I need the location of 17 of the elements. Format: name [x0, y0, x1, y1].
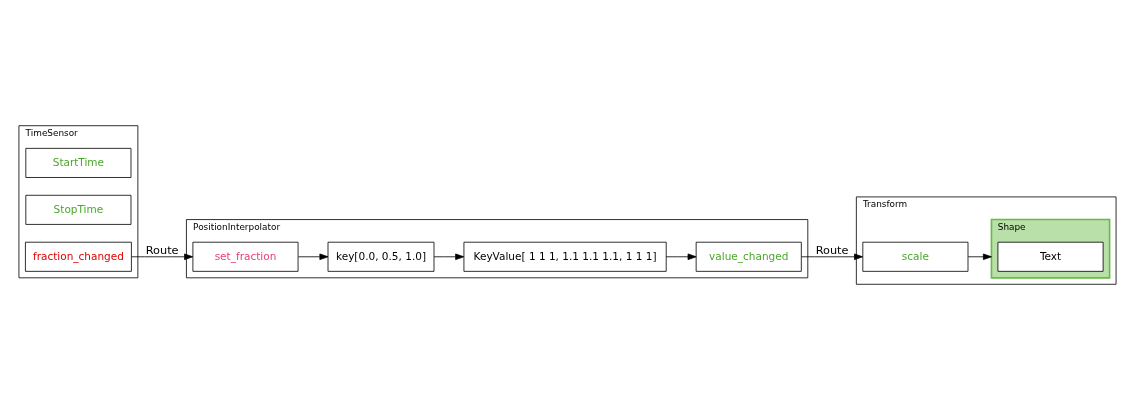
- node-box: value_changed: [695, 241, 802, 272]
- arrow: [801, 253, 863, 260]
- node-box: scale: [862, 241, 969, 272]
- arrow: [665, 253, 697, 260]
- arrow: [967, 253, 992, 260]
- node-box: StartTime: [25, 147, 132, 178]
- node-box: Text: [997, 241, 1104, 272]
- node-box: fraction_changed: [25, 241, 132, 272]
- edge-label: Route: [145, 242, 179, 257]
- arrow: [433, 253, 465, 260]
- edge-label: Route: [815, 242, 849, 257]
- node-box: set_fraction: [192, 241, 299, 272]
- arrow: [131, 253, 194, 260]
- node-box: StopTime: [25, 194, 132, 225]
- node-box: key[0.0, 0.5, 1.0]: [327, 241, 435, 272]
- arrow: [298, 253, 329, 260]
- node-box: KeyValue[ 1 1 1, 1.1 1.1 1.1, 1 1 1]: [463, 241, 667, 272]
